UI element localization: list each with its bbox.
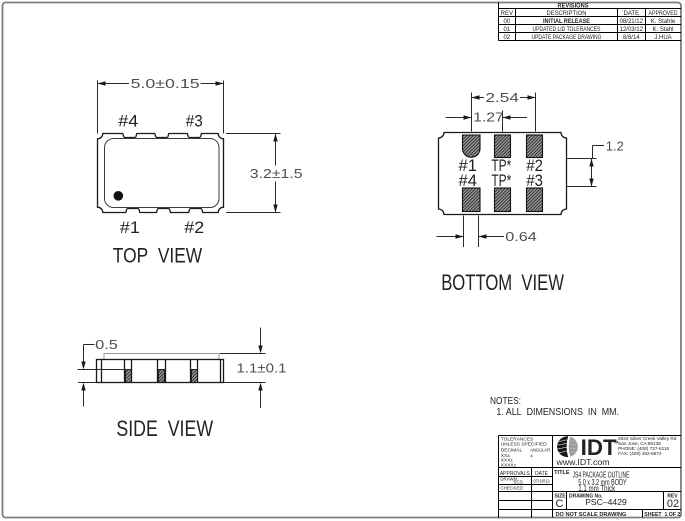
svg-text:BOTTOM VIEW: BOTTOM VIEW	[441, 270, 564, 295]
svg-text:UNLESS SPECIFIED: UNLESS SPECIFIED	[501, 441, 547, 447]
svg-text:02: 02	[667, 498, 679, 510]
svg-text:#3: #3	[526, 171, 543, 190]
svg-text:C: C	[556, 498, 564, 510]
svg-text:www.IDT.com: www.IDT.com	[555, 457, 609, 467]
svg-text:UPDATE PACKAGE DRAWING: UPDATE PACKAGE DRAWING	[532, 35, 602, 41]
svg-text:XX±: XX±	[501, 453, 510, 459]
svg-text:REV: REV	[667, 493, 678, 499]
svg-text:#4: #4	[459, 171, 478, 190]
svg-text:REVISIONS: REVISIONS	[558, 2, 590, 9]
svg-text:TM: TM	[613, 441, 618, 445]
svg-text:J.HUA: J.HUA	[654, 35, 671, 41]
svg-text:DECIMAL: DECIMAL	[501, 448, 523, 454]
svg-text:#2: #2	[184, 218, 204, 237]
svg-text:01: 01	[503, 27, 510, 33]
svg-text:DESCRIPTION: DESCRIPTION	[547, 11, 587, 17]
svg-text:UPDATED LID TOLERANCES: UPDATED LID TOLERANCES	[533, 27, 601, 33]
svg-text:07/18/12: 07/18/12	[533, 479, 550, 484]
svg-text:#1: #1	[120, 218, 140, 237]
svg-text:12/03/12: 12/03/12	[620, 27, 644, 33]
svg-text:XXXX±: XXXX±	[501, 462, 517, 468]
svg-text:ANGULAR: ANGULAR	[530, 448, 550, 454]
svg-text:TITLE: TITLE	[554, 470, 570, 476]
svg-text:IDT: IDT	[581, 435, 618, 460]
svg-text:02: 02	[503, 35, 510, 41]
svg-text:INITIAL RELEASE: INITIAL RELEASE	[543, 19, 590, 25]
svg-text:NOTES:: NOTES:	[490, 395, 521, 407]
svg-text:TP*: TP*	[491, 171, 511, 190]
svg-text:K. Stahle: K. Stahle	[651, 19, 676, 25]
svg-text:±: ±	[530, 453, 533, 459]
svg-text:3.2±1.5: 3.2±1.5	[250, 167, 303, 181]
svg-text:1.2: 1.2	[606, 140, 624, 154]
svg-text:DATE: DATE	[624, 11, 640, 17]
svg-text:TOP VIEW: TOP VIEW	[113, 243, 203, 267]
svg-text:#3: #3	[186, 112, 203, 131]
svg-text:SIZE: SIZE	[555, 493, 567, 499]
svg-text:1.1 mm Thick: 1.1 mm Thick	[578, 484, 616, 493]
svg-text:K. Stahl: K. Stahl	[652, 27, 673, 33]
svg-text:CHECKED: CHECKED	[500, 486, 523, 491]
svg-text:DATE: DATE	[535, 471, 549, 477]
svg-text:#1: #1	[459, 156, 478, 175]
svg-text:TOLERANCES: TOLERANCES	[501, 437, 533, 443]
svg-text:0.64: 0.64	[505, 230, 537, 244]
svg-text:1.27: 1.27	[473, 111, 504, 125]
svg-text:TP*: TP*	[491, 156, 511, 175]
svg-text:8/8/14: 8/8/14	[623, 35, 640, 41]
svg-text:#2: #2	[526, 156, 543, 175]
svg-text:6024 Silver Creek Valley Rd: 6024 Silver Creek Valley Rd	[618, 436, 677, 441]
svg-text:SIDE VIEW: SIDE VIEW	[116, 416, 213, 441]
svg-text:08/21/12: 08/21/12	[620, 19, 644, 25]
svg-text:APPROVALS: APPROVALS	[500, 471, 531, 477]
svg-text:DRAWING No.: DRAWING No.	[569, 493, 603, 499]
svg-text:5.0±0.15: 5.0±0.15	[131, 77, 200, 91]
svg-text:1.1±0.1: 1.1±0.1	[237, 361, 287, 375]
svg-text:XXX±: XXX±	[501, 458, 514, 464]
svg-text:PHONE: (408) 727-6116: PHONE: (408) 727-6116	[618, 446, 669, 451]
svg-text:0.5: 0.5	[95, 338, 118, 352]
svg-text:PSC–4429: PSC–4429	[585, 497, 627, 507]
svg-text:APPROVED: APPROVED	[649, 11, 679, 17]
svg-text:REV: REV	[501, 11, 513, 17]
svg-text:San Jose, CA 95138: San Jose, CA 95138	[618, 441, 661, 446]
svg-text:00: 00	[503, 19, 510, 25]
svg-text:1. ALL DIMENSIONS IN MM.: 1. ALL DIMENSIONS IN MM.	[496, 406, 619, 418]
svg-text:DRAWN: DRAWN	[500, 476, 516, 481]
svg-text:DO NOT SCALE DRAWING: DO NOT SCALE DRAWING	[556, 512, 627, 518]
svg-text:JS4 PACKAGE OUTLINE: JS4 PACKAGE OUTLINE	[573, 471, 630, 480]
svg-text:2.54: 2.54	[486, 91, 519, 105]
svg-text:SHEET 1 OF 2: SHEET 1 OF 2	[644, 512, 680, 518]
svg-text:SCS: SCS	[513, 480, 522, 485]
svg-text:5.0 x 3.2 mm BODY: 5.0 x 3.2 mm BODY	[578, 478, 627, 487]
svg-text:#4: #4	[118, 112, 138, 131]
svg-text:FAX: (408) 492-8674: FAX: (408) 492-8674	[618, 451, 662, 456]
